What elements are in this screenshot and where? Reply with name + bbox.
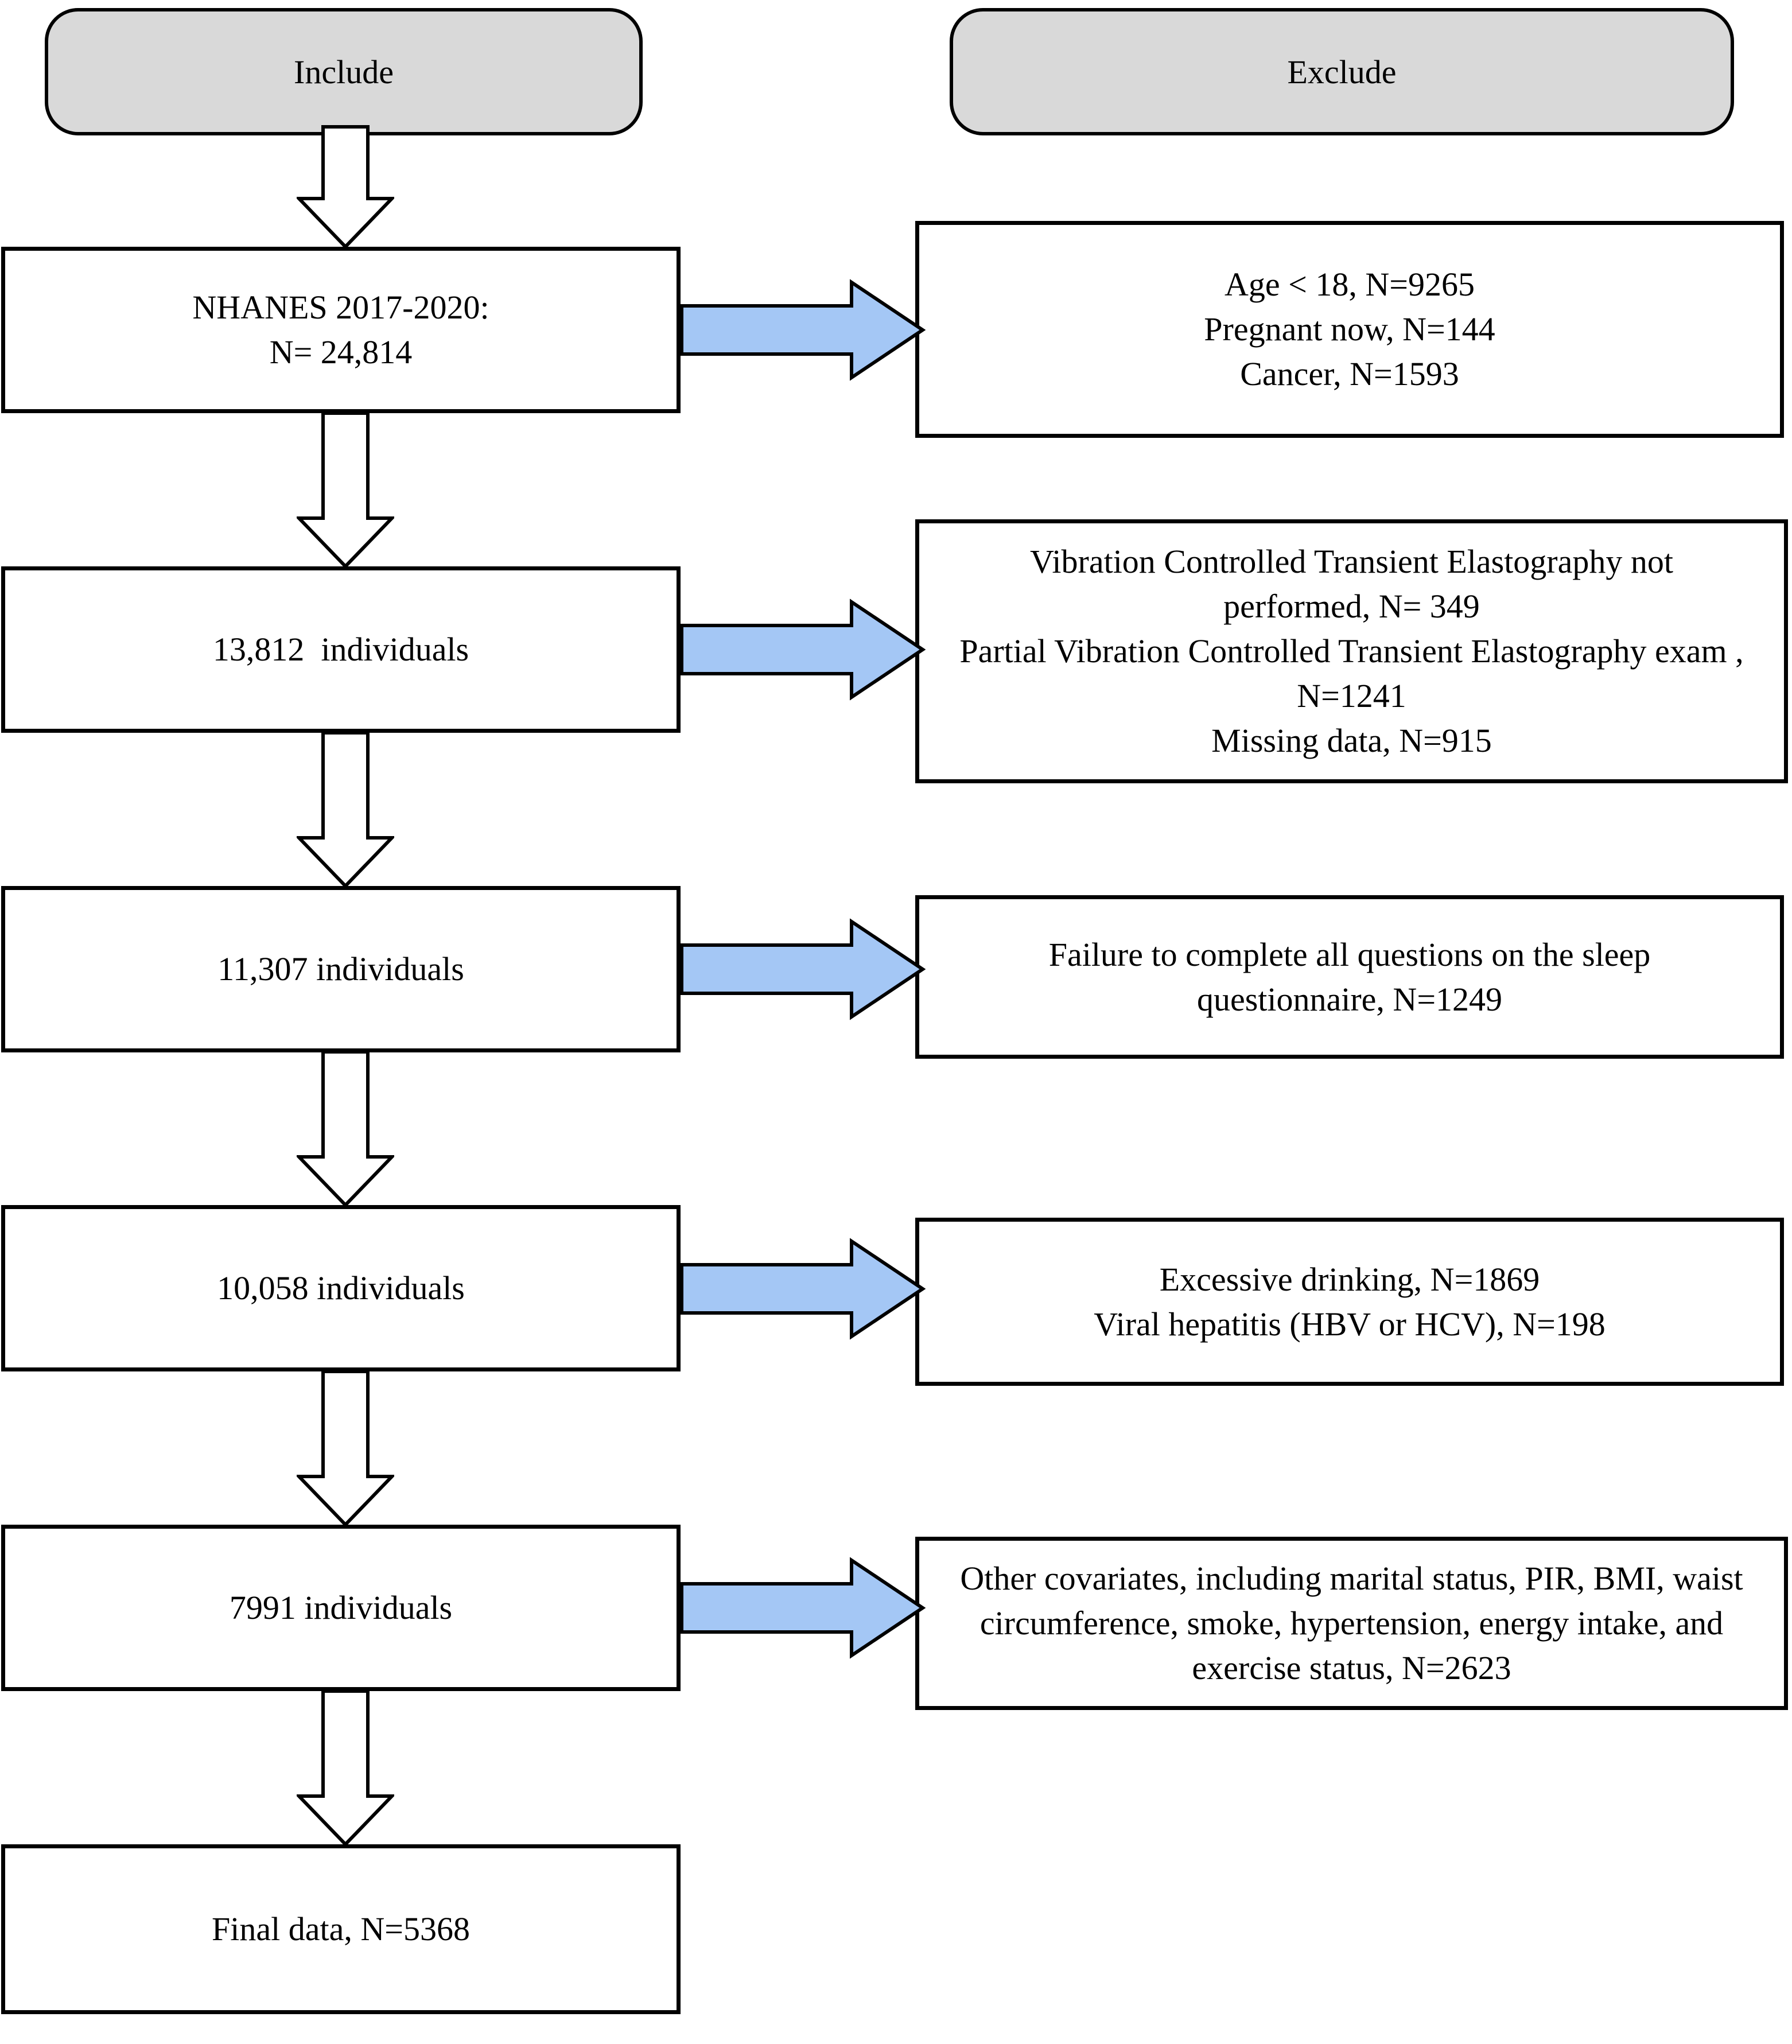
exclude-header-pill: Exclude — [950, 8, 1734, 135]
exclusion-text-line: Age < 18, N=9265 — [1225, 266, 1475, 303]
exclude-header-label: Exclude — [1287, 53, 1397, 91]
exclusion-text-line: Cancer, N=1593 — [1240, 355, 1459, 393]
down-arrow-icon — [297, 1370, 394, 1527]
down-arrow-icon — [297, 411, 394, 569]
exclusion-text-line: performed, N= 349 — [1223, 588, 1480, 625]
exclusion-text-line: exercise status, N=2623 — [1192, 1649, 1511, 1687]
down-arrow-icon — [297, 125, 394, 249]
exclusion-text-line: questionnaire, N=1249 — [1196, 980, 1503, 1018]
include-step-box-4: 10,058 individuals — [1, 1205, 681, 1371]
include-step-box-5: 7991 individuals — [1, 1525, 681, 1691]
right-arrow-icon — [680, 1557, 926, 1659]
include-step-box-3: 11,307 individuals — [1, 886, 681, 1052]
exclusion-text-line: Viral hepatitis (HBV or HCV), N=198 — [1094, 1305, 1606, 1343]
exclusion-text-line: N=1241 — [1297, 677, 1406, 714]
right-arrow-icon — [680, 1238, 926, 1340]
include-header-pill: Include — [45, 8, 643, 135]
right-arrow-icon — [680, 918, 926, 1020]
include-step-box-2: 13,812 individuals — [1, 566, 681, 733]
exclusion-box-5: Other covariates, including marital stat… — [915, 1537, 1788, 1710]
step-text-line: NHANES 2017-2020: — [192, 289, 489, 326]
exclusion-text-line: Pregnant now, N=144 — [1204, 310, 1495, 348]
exclusion-text-line: Vibration Controlled Transient Elastogra… — [1030, 543, 1673, 580]
step-text-line: Final data, N=5368 — [212, 1910, 470, 1948]
exclusion-text-line: Missing data, N=915 — [1211, 722, 1492, 759]
down-arrow-icon — [297, 731, 394, 888]
exclusion-box-1: Age < 18, N=9265 Pregnant now, N=144 Can… — [915, 221, 1784, 438]
include-step-box-nhanes: NHANES 2017-2020: N= 24,814 — [1, 247, 681, 413]
step-text-line: 11,307 individuals — [217, 950, 464, 988]
final-data-box: Final data, N=5368 — [1, 1844, 681, 2014]
down-arrow-icon — [297, 1050, 394, 1207]
include-header-label: Include — [294, 53, 394, 91]
step-text-line: N= 24,814 — [269, 333, 413, 371]
exclusion-box-4: Excessive drinking, N=1869 Viral hepatit… — [915, 1218, 1784, 1386]
step-text-line: 7991 individuals — [229, 1589, 453, 1626]
step-text-line: 13,812 individuals — [212, 631, 469, 668]
exclusion-text-line: Other covariates, including marital stat… — [960, 1560, 1743, 1597]
exclusion-box-3: Failure to complete all questions on the… — [915, 895, 1784, 1059]
down-arrow-icon — [297, 1689, 394, 1847]
exclusion-text-line: Failure to complete all questions on the… — [1048, 935, 1651, 973]
right-arrow-icon — [680, 279, 926, 381]
exclusion-text-line: Partial Vibration Controlled Transient E… — [959, 632, 1744, 670]
exclusion-box-2: Vibration Controlled Transient Elastogra… — [915, 519, 1788, 783]
exclusion-text-line: Excessive drinking, N=1869 — [1159, 1260, 1540, 1298]
step-text-line: 10,058 individuals — [217, 1269, 465, 1307]
exclusion-text-line: circumference, smoke, hypertension, ener… — [979, 1604, 1724, 1642]
right-arrow-icon — [680, 599, 926, 701]
